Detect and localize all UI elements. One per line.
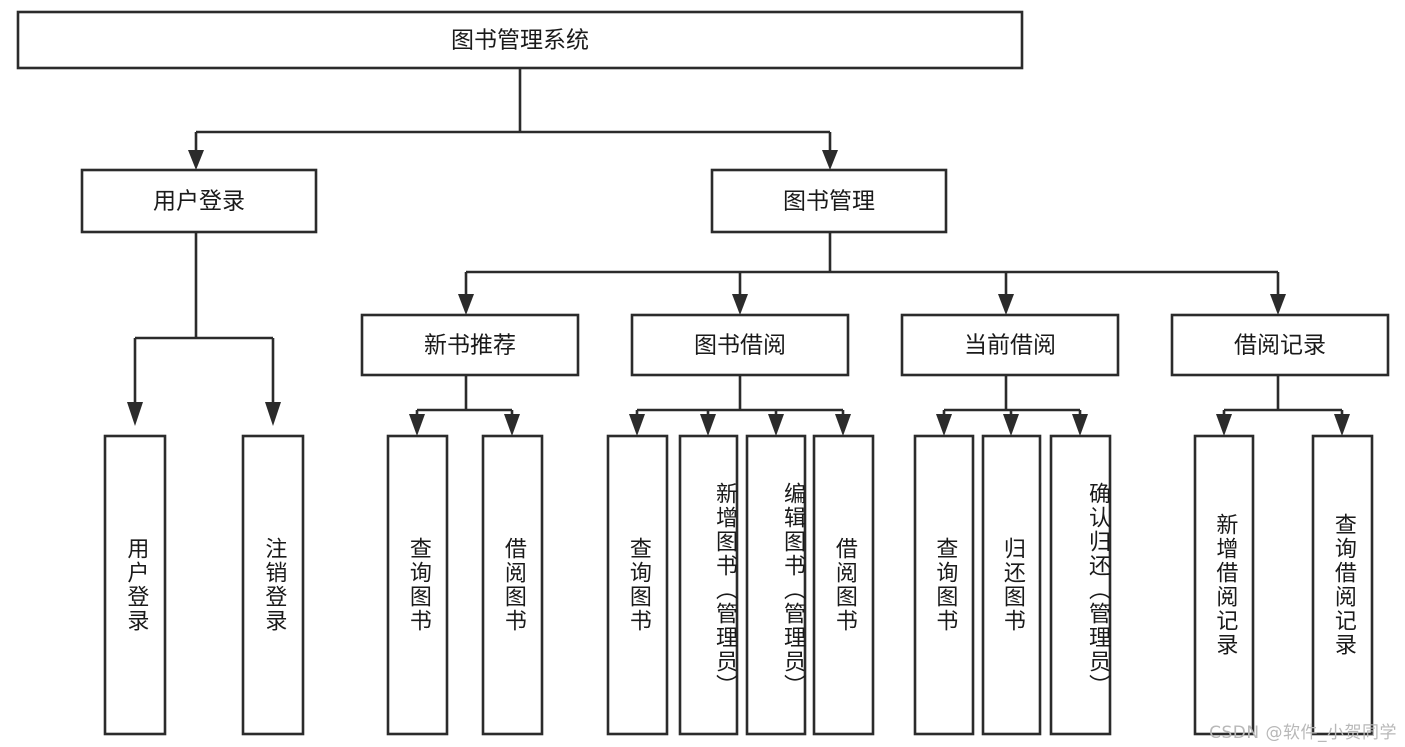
connectors-book-manage-to-level3 xyxy=(458,232,1286,315)
node-current-borrow-label: 当前借阅 xyxy=(964,333,1056,359)
arrow-head-borrow-record xyxy=(1270,294,1286,315)
arrow-head-leaf-query-book-2 xyxy=(629,414,645,436)
node-new-book-recommend[interactable]: 新书推荐 xyxy=(360,313,580,377)
arrow-head-leaf-edit-book xyxy=(768,414,784,436)
connectors-new-book-recommend-to-leaves xyxy=(409,375,520,436)
leaf-confirm-return-box[interactable] xyxy=(1049,434,1112,736)
leaf-add-record-box[interactable] xyxy=(1193,434,1255,736)
arrow-head-current-borrow xyxy=(998,294,1014,315)
node-book-borrow[interactable]: 图书借阅 xyxy=(630,313,850,377)
arrow-head-leaf-logout-login xyxy=(265,402,281,426)
leaf-borrow-book-1-box[interactable] xyxy=(481,434,544,736)
arrow-head-leaf-confirm-return xyxy=(1072,414,1088,436)
node-new-book-recommend-label: 新书推荐 xyxy=(424,333,516,359)
leaf-borrow-book-2-box[interactable] xyxy=(812,434,875,736)
arrow-head-leaf-borrow-book-2 xyxy=(835,414,851,436)
node-borrow-record-label: 借阅记录 xyxy=(1234,333,1326,359)
node-book-borrow-label: 图书借阅 xyxy=(694,333,786,359)
connectors-user-login-to-leaves xyxy=(127,232,281,426)
leaf-edit-book-box[interactable] xyxy=(745,434,807,736)
connectors-book-borrow-to-leaves xyxy=(629,375,851,436)
node-current-borrow-box[interactable] xyxy=(900,313,1120,377)
node-user-login[interactable]: 用户登录 xyxy=(80,168,318,234)
node-root-label: 图书管理系统 xyxy=(451,28,589,54)
arrow-head-leaf-query-record xyxy=(1334,414,1350,436)
node-new-book-recommend-box[interactable] xyxy=(360,313,580,377)
arrow-head-leaf-add-record xyxy=(1216,414,1232,436)
leaf-return-book-box[interactable] xyxy=(981,434,1042,736)
node-borrow-record[interactable]: 借阅记录 xyxy=(1170,313,1390,377)
connectors-borrow-record-to-leaves xyxy=(1216,375,1350,436)
arrow-head-leaf-query-book-3 xyxy=(936,414,952,436)
connectors-current-borrow-to-leaves xyxy=(936,375,1088,436)
leaf-logout-login-box[interactable] xyxy=(241,434,305,736)
node-book-manage-label: 图书管理 xyxy=(783,189,875,215)
node-user-login-box[interactable] xyxy=(80,168,318,234)
node-root-box[interactable] xyxy=(16,10,1024,70)
arrow-head-leaf-borrow-book-1 xyxy=(504,414,520,436)
node-borrow-record-box[interactable] xyxy=(1170,313,1390,377)
leaf-query-book-1-box[interactable] xyxy=(386,434,449,736)
arrow-head-new-book-recommend xyxy=(458,294,474,315)
node-book-manage-box[interactable] xyxy=(710,168,948,234)
arrow-head-leaf-return-book xyxy=(1003,414,1019,436)
node-book-borrow-box[interactable] xyxy=(630,313,850,377)
leaf-query-book-2-box[interactable] xyxy=(606,434,669,736)
node-root[interactable]: 图书管理系统 xyxy=(16,10,1024,70)
node-current-borrow[interactable]: 当前借阅 xyxy=(900,313,1120,377)
arrow-head-leaf-add-book xyxy=(700,414,716,436)
leaf-query-record-box[interactable] xyxy=(1311,434,1374,736)
leaf-add-book-box[interactable] xyxy=(678,434,739,736)
arrow-head-leaf-query-book-1 xyxy=(409,414,425,436)
leaf-boxes xyxy=(103,434,1374,736)
node-user-login-label: 用户登录 xyxy=(153,189,245,215)
arrow-head-user-login xyxy=(188,150,204,170)
arrow-head-book-borrow xyxy=(732,294,748,315)
leaf-user-login-box[interactable] xyxy=(103,434,167,736)
arrow-head-leaf-user-login xyxy=(127,402,143,426)
leaf-query-book-3-box[interactable] xyxy=(913,434,975,736)
connectors-root-to-level2 xyxy=(188,68,838,170)
node-book-manage[interactable]: 图书管理 xyxy=(710,168,948,234)
watermark-text: CSDN @软件_小贺同学 xyxy=(1209,723,1397,743)
arrow-head-book-manage xyxy=(822,150,838,170)
